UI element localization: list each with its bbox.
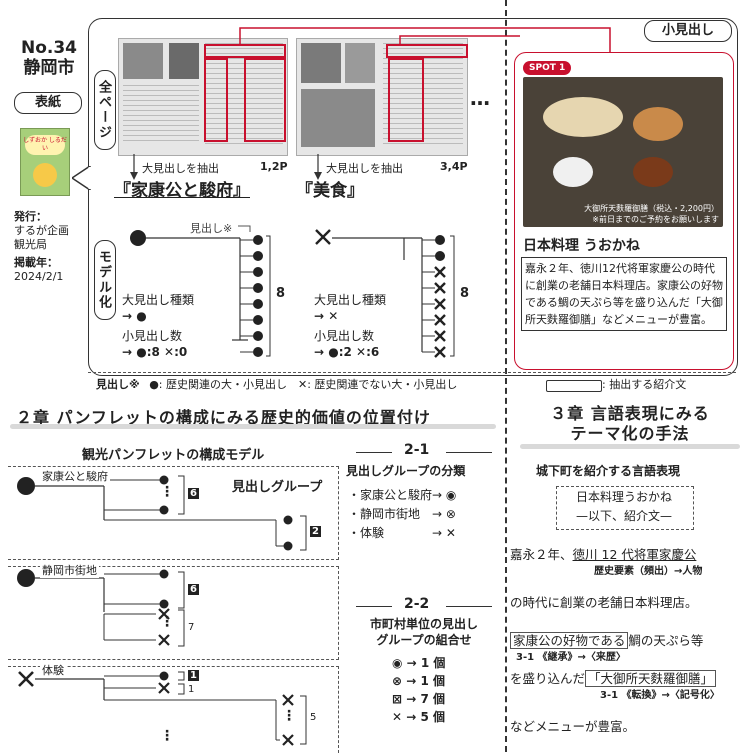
g1-count-2: 2: [310, 526, 321, 537]
s22-number: 2-2: [404, 596, 430, 612]
s22-item-4: ✕ → 5 個: [392, 710, 445, 724]
group2-name: 静岡市街地: [40, 562, 99, 578]
ch2-model-title: 観光パンフレットの構成モデル: [82, 448, 265, 463]
s21-item-3: ・体験 → ✕: [348, 526, 456, 540]
group3-dots: ⋮: [282, 708, 296, 724]
cover-thumbnail: しずおか しるだい: [20, 128, 70, 196]
small-heading-callout: 小見出し: [644, 20, 732, 42]
spot-card: SPOT 1 大御所天麩羅御膳（税込・2,200円） ※前日までのご予約をお願い…: [514, 52, 734, 370]
page-1-2-thumbnail: [118, 38, 288, 156]
city-name: 静岡市: [23, 58, 75, 78]
s21-number: 2-1: [404, 442, 430, 458]
model-tree: [130, 225, 455, 358]
spot-title: 日本料理 うおかね: [523, 238, 640, 254]
photo-caption-2: ※前日までのご予約をお願いします: [592, 215, 719, 224]
legend-extract: : 抽出する紹介文: [602, 378, 687, 391]
p34-caption: 大見出しを抽出: [326, 162, 403, 175]
p12-page: 1,2P: [260, 160, 288, 173]
right-big-type: → ✕: [314, 309, 339, 323]
model-small-heading: 見出し※: [190, 222, 233, 235]
right-small-count: → ●:2 ✕:6: [314, 345, 380, 359]
g3-count-1: 1: [188, 670, 199, 681]
ch3-box-1: 日本料理うおかね: [575, 490, 672, 504]
pubdate: 2024/2/1: [14, 270, 64, 283]
ch3-line1a: 嘉永２年、: [510, 547, 573, 562]
theme-ieyasu: 『家康公と駿府』: [114, 181, 250, 201]
ch3-line1b: 徳川 12 代将軍家慶公: [572, 547, 697, 562]
group-trees: [17, 475, 307, 746]
ch3-box-2: —以下、紹介文—: [575, 509, 672, 523]
left-big-type-label: 大見出し種類: [122, 293, 195, 307]
p34-page: 3,4P: [440, 160, 468, 173]
ch3-line3-note: 3-1 《継承》→〈来歴〉: [516, 652, 626, 663]
spot-body: 嘉永２年、徳川12代将軍家慶公の時代に創業の老舗日本料理店。家康公の好物である鯛…: [521, 257, 727, 331]
s22-item-1: ◉ → 1 個: [392, 656, 446, 670]
group2-dots: ⋮: [160, 614, 174, 630]
s22-title-1: 市町村単位の見出し: [369, 617, 478, 631]
ch3-line4a: を盛り込んだ: [510, 671, 586, 686]
spot-badge: SPOT 1: [523, 61, 572, 75]
model-label: モデル化: [94, 240, 116, 320]
s22-title-2: グループの組合せ: [376, 633, 472, 647]
legend-note: 見出し※: [96, 378, 140, 391]
ch3-line4-note: 3-1 《転換》→〈記号化〉: [600, 690, 720, 701]
legend-text: ●: 歴史関連の大・小見出し ✕: 歴史関連でない大・小見出し: [149, 378, 458, 391]
left-small-count: → ●:8 ✕:0: [122, 345, 188, 359]
ch3-line5: などメニューが豊富。: [510, 719, 636, 734]
all-pages-label: 全ページ: [94, 70, 116, 150]
ch3-line1-note: 歴史要素（頻出）→人物: [594, 566, 703, 577]
group-label: 見出しグループ: [232, 480, 323, 495]
cover-label: 表紙: [14, 92, 82, 114]
publisher-label: 発行：: [14, 210, 47, 223]
ch3-line4b: 「大御所天麩羅御膳」: [585, 670, 717, 687]
theme-bishoku: 『美食』: [296, 181, 364, 201]
issue-number: No.34: [20, 38, 78, 58]
ch3-quote-box: [556, 486, 694, 530]
spot-photo: 大御所天麩羅御膳（税込・2,200円） ※前日までのご予約をお願いします: [523, 77, 723, 227]
group1-name: 家康公と駿府: [40, 468, 110, 484]
photo-caption-1: 大御所天麩羅御膳（税込・2,200円）: [584, 204, 719, 213]
s22-item-2: ⊗ → 1 個: [392, 674, 445, 688]
g2-count-1: 6: [188, 584, 199, 595]
left-big-type: → ●: [122, 309, 147, 323]
ch3-line2: の時代に創業の老舗日本料理店。: [510, 595, 698, 610]
g3-count-3: 5: [310, 712, 317, 723]
s21-item-1: ・家康公と駿府→ ◉: [348, 488, 457, 502]
ch3-subtitle: 城下町を紹介する言語表現: [536, 464, 681, 478]
pubdate-label: 掲載年：: [14, 256, 58, 269]
group3-name: 体験: [40, 662, 66, 678]
g1-count-1: 6: [188, 488, 199, 499]
publisher: するが企画観光局: [14, 224, 69, 251]
s22-item-3: ⊠ → 7 個: [392, 692, 445, 706]
ch3-title-1: ３章 言語表現にみる: [550, 404, 710, 423]
all-pages-frame: [88, 18, 738, 376]
more-groups-dots: ⋮: [160, 728, 174, 744]
left-small-count-label: 小見出し数: [122, 329, 183, 343]
p12-caption: 大見出しを抽出: [142, 162, 219, 175]
pointer-arrow: [72, 166, 92, 190]
s21-item-2: ・静岡市街地 → ⊗: [348, 507, 456, 521]
model-left-total: 8: [276, 286, 286, 301]
ch3-line3b: 鯛の天ぷら等: [628, 633, 704, 648]
right-small-count-label: 小見出し数: [314, 329, 375, 343]
g2-count-2: 7: [188, 622, 195, 633]
ch2-title: ２章 パンフレットの構成にみる歴史的価値の位置付け: [16, 408, 431, 427]
g3-count-2: 1: [188, 684, 195, 695]
s21-title: 見出しグループの分類: [346, 464, 466, 478]
cover-title: しずおか しるだい: [23, 137, 67, 152]
right-big-type-label: 大見出し種類: [314, 293, 387, 307]
model-right-total: 8: [460, 286, 470, 301]
group1-dots: ⋮: [160, 484, 174, 500]
ch3-line3a: 家康公の好物である: [510, 632, 629, 649]
ch3-title-2: テーマ化の手法: [570, 424, 690, 443]
more-pages-ellipsis: …: [470, 86, 490, 110]
